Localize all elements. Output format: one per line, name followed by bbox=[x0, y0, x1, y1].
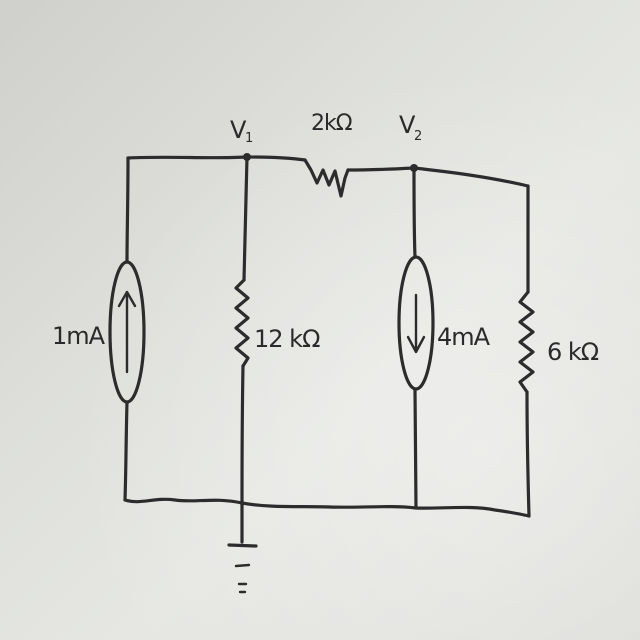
wire-left-upper bbox=[125, 156, 130, 264]
resistor-2k bbox=[303, 158, 350, 198]
current-source-1ma-label: 1mA bbox=[52, 322, 106, 350]
wire-6k-lower bbox=[525, 390, 531, 518]
node-v2-label: V bbox=[399, 111, 416, 139]
node-v1-dot bbox=[243, 153, 251, 161]
current-source-1ma bbox=[108, 260, 146, 404]
resistor-12k-label: 12 kΩ bbox=[254, 325, 320, 353]
current-source-1ma-circle bbox=[108, 260, 146, 404]
wire-top-left bbox=[126, 155, 249, 160]
ground-icon bbox=[227, 543, 258, 594]
resistor-6k-label: 6 kΩ bbox=[547, 338, 599, 366]
wire-2k-to-v2 bbox=[346, 166, 416, 172]
wire-bottom bbox=[123, 497, 531, 518]
wire-v2-to-right bbox=[412, 166, 530, 188]
node-v2-subscript: 2 bbox=[414, 129, 421, 144]
current-source-4ma-circle bbox=[397, 255, 435, 391]
wire-12k-upper bbox=[242, 155, 249, 282]
wire-4ma-lower bbox=[413, 388, 418, 510]
wires bbox=[123, 155, 531, 544]
node-v1-label: V bbox=[230, 116, 247, 144]
resistor-6k bbox=[518, 290, 535, 394]
current-source-4ma-label: 4mA bbox=[437, 323, 491, 351]
resistor-2k-label: 2kΩ bbox=[311, 111, 352, 136]
arrow-up-icon bbox=[117, 290, 137, 374]
wire-v1-to-2k bbox=[245, 155, 307, 162]
arrow-down-icon bbox=[406, 293, 426, 354]
resistor-12k bbox=[234, 278, 250, 368]
node-v2-dot bbox=[410, 164, 418, 172]
wire-left-lower bbox=[123, 400, 129, 502]
wire-12k-lower bbox=[240, 364, 245, 507]
wire-4ma-upper bbox=[412, 166, 417, 259]
current-source-4ma bbox=[397, 255, 435, 391]
node-v1-subscript: 1 bbox=[245, 131, 253, 146]
